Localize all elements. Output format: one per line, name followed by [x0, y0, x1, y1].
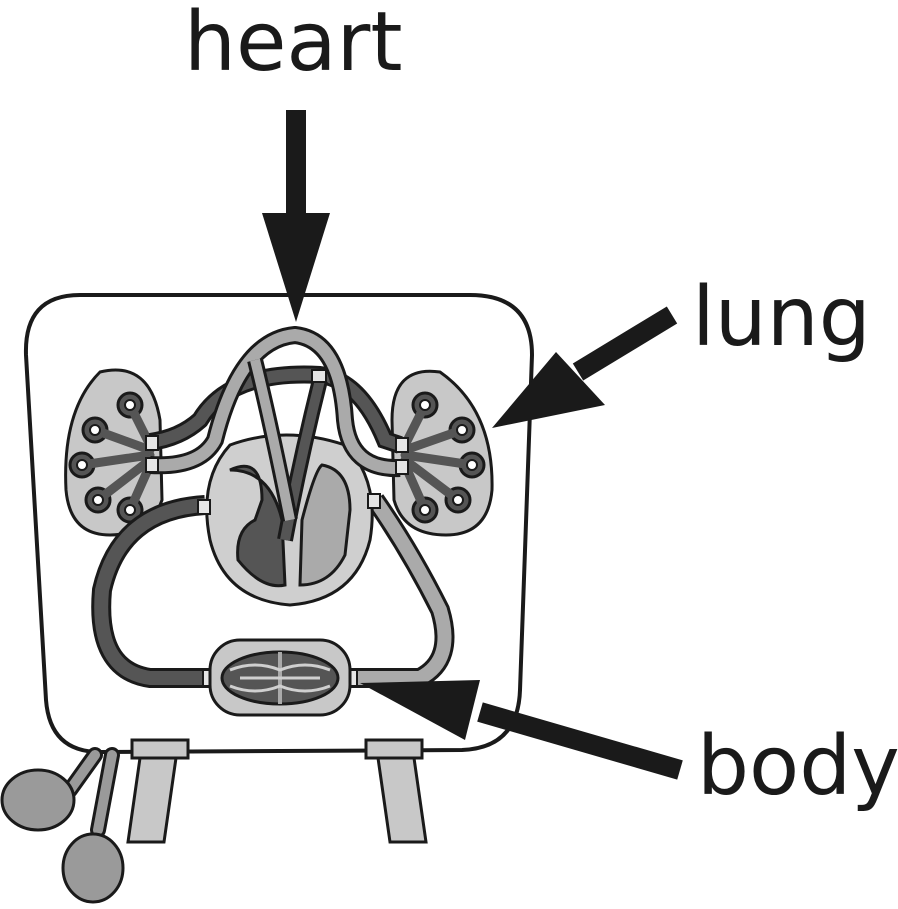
label-body: body	[697, 726, 898, 808]
pump-bulbs	[2, 755, 123, 902]
pump-bulb-2	[63, 834, 123, 902]
label-lung: lung	[692, 277, 871, 359]
arrow-heart	[262, 110, 330, 322]
stand-leg-right	[366, 740, 426, 842]
label-heart: heart	[184, 2, 403, 84]
body-organ	[210, 640, 350, 715]
stand-leg-left	[128, 740, 188, 842]
pump-bulb-1	[2, 770, 74, 830]
